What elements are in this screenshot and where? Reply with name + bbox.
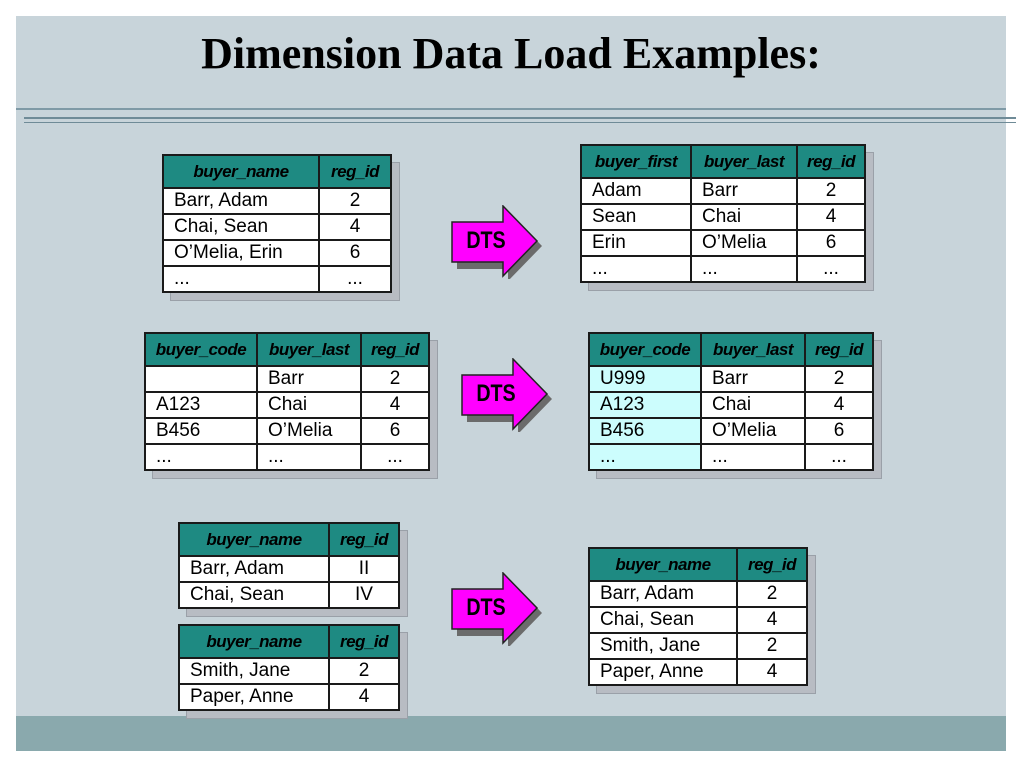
col-header: reg_id (796, 144, 866, 179)
cell: O’Melia (256, 417, 362, 445)
cell: B456 (144, 417, 258, 445)
col-header: buyer_name (178, 522, 330, 557)
cell: 6 (360, 417, 430, 445)
cell: O’Melia (690, 229, 798, 257)
cell: U999 (588, 365, 702, 393)
cell: 2 (736, 580, 808, 608)
cell: O’Melia (700, 417, 806, 445)
cell: Smith, Jane (178, 657, 330, 685)
cell: 2 (318, 187, 392, 215)
cell: IV (328, 581, 400, 609)
cell: Barr (700, 365, 806, 393)
cell: 6 (318, 239, 392, 267)
cell: Barr, Adam (178, 555, 330, 583)
cell: ... (580, 255, 692, 283)
cell: 4 (796, 203, 866, 231)
cell: Erin (580, 229, 692, 257)
cell: 4 (736, 606, 808, 634)
cell: 4 (736, 658, 808, 686)
col-header: reg_id (804, 332, 874, 367)
cell: O’Melia, Erin (162, 239, 320, 267)
col-header: reg_id (736, 547, 808, 582)
arrow-right-icon (451, 205, 542, 279)
col-header: buyer_code (588, 332, 702, 367)
cell: 2 (736, 632, 808, 660)
arrow-right-icon (451, 572, 542, 646)
col-header: buyer_last (690, 144, 798, 179)
cell: 6 (796, 229, 866, 257)
dts-label: DTS (476, 380, 516, 407)
cell: 2 (804, 365, 874, 393)
cell: 4 (360, 391, 430, 419)
cell: 6 (804, 417, 874, 445)
cell: Paper, Anne (178, 683, 330, 711)
dts-label: DTS (466, 227, 506, 254)
arrow-right-icon (461, 358, 552, 432)
dts-arrow-1: DTS (450, 205, 542, 279)
cell (144, 365, 258, 393)
title-rule-lower (24, 122, 1016, 123)
cell: B456 (588, 417, 702, 445)
cell: 2 (360, 365, 430, 393)
cell: Smith, Jane (588, 632, 738, 660)
col-header: reg_id (328, 624, 400, 659)
col-header: buyer_name (162, 154, 320, 189)
cell: ... (804, 443, 874, 471)
cell: Adam (580, 177, 692, 205)
slide-title: Dimension Data Load Examples: (201, 29, 821, 78)
cell: Paper, Anne (588, 658, 738, 686)
cell: II (328, 555, 400, 583)
cell: ... (700, 443, 806, 471)
col-header: reg_id (328, 522, 400, 557)
cell: Sean (580, 203, 692, 231)
dts-arrow-3: DTS (450, 572, 542, 646)
dts-arrow-2: DTS (460, 358, 552, 432)
cell: Barr (690, 177, 798, 205)
cell: Chai (690, 203, 798, 231)
col-header: buyer_name (588, 547, 738, 582)
cell: ... (162, 265, 320, 293)
cell: Chai (256, 391, 362, 419)
cell: 4 (318, 213, 392, 241)
cell: Chai (700, 391, 806, 419)
cell: ... (256, 443, 362, 471)
col-header: buyer_last (700, 332, 806, 367)
col-header: buyer_last (256, 332, 362, 367)
cell: 4 (804, 391, 874, 419)
cell: ... (360, 443, 430, 471)
dts-label: DTS (466, 594, 506, 621)
bottom-band (16, 716, 1006, 751)
cell: Chai, Sean (588, 606, 738, 634)
col-header: buyer_name (178, 624, 330, 659)
cell: ... (318, 265, 392, 293)
col-header: reg_id (360, 332, 430, 367)
title-rule-upper (24, 117, 1016, 119)
cell: ... (690, 255, 798, 283)
cell: 2 (328, 657, 400, 685)
col-header: buyer_first (580, 144, 692, 179)
cell: ... (796, 255, 866, 283)
cell: A123 (144, 391, 258, 419)
cell: A123 (588, 391, 702, 419)
title-band (16, 16, 1006, 110)
col-header: buyer_code (144, 332, 258, 367)
cell: ... (144, 443, 258, 471)
cell: Chai, Sean (178, 581, 330, 609)
cell: Barr, Adam (588, 580, 738, 608)
col-header: reg_id (318, 154, 392, 189)
cell: Barr (256, 365, 362, 393)
cell: 2 (796, 177, 866, 205)
cell: ... (588, 443, 702, 471)
cell: Barr, Adam (162, 187, 320, 215)
cell: Chai, Sean (162, 213, 320, 241)
cell: 4 (328, 683, 400, 711)
